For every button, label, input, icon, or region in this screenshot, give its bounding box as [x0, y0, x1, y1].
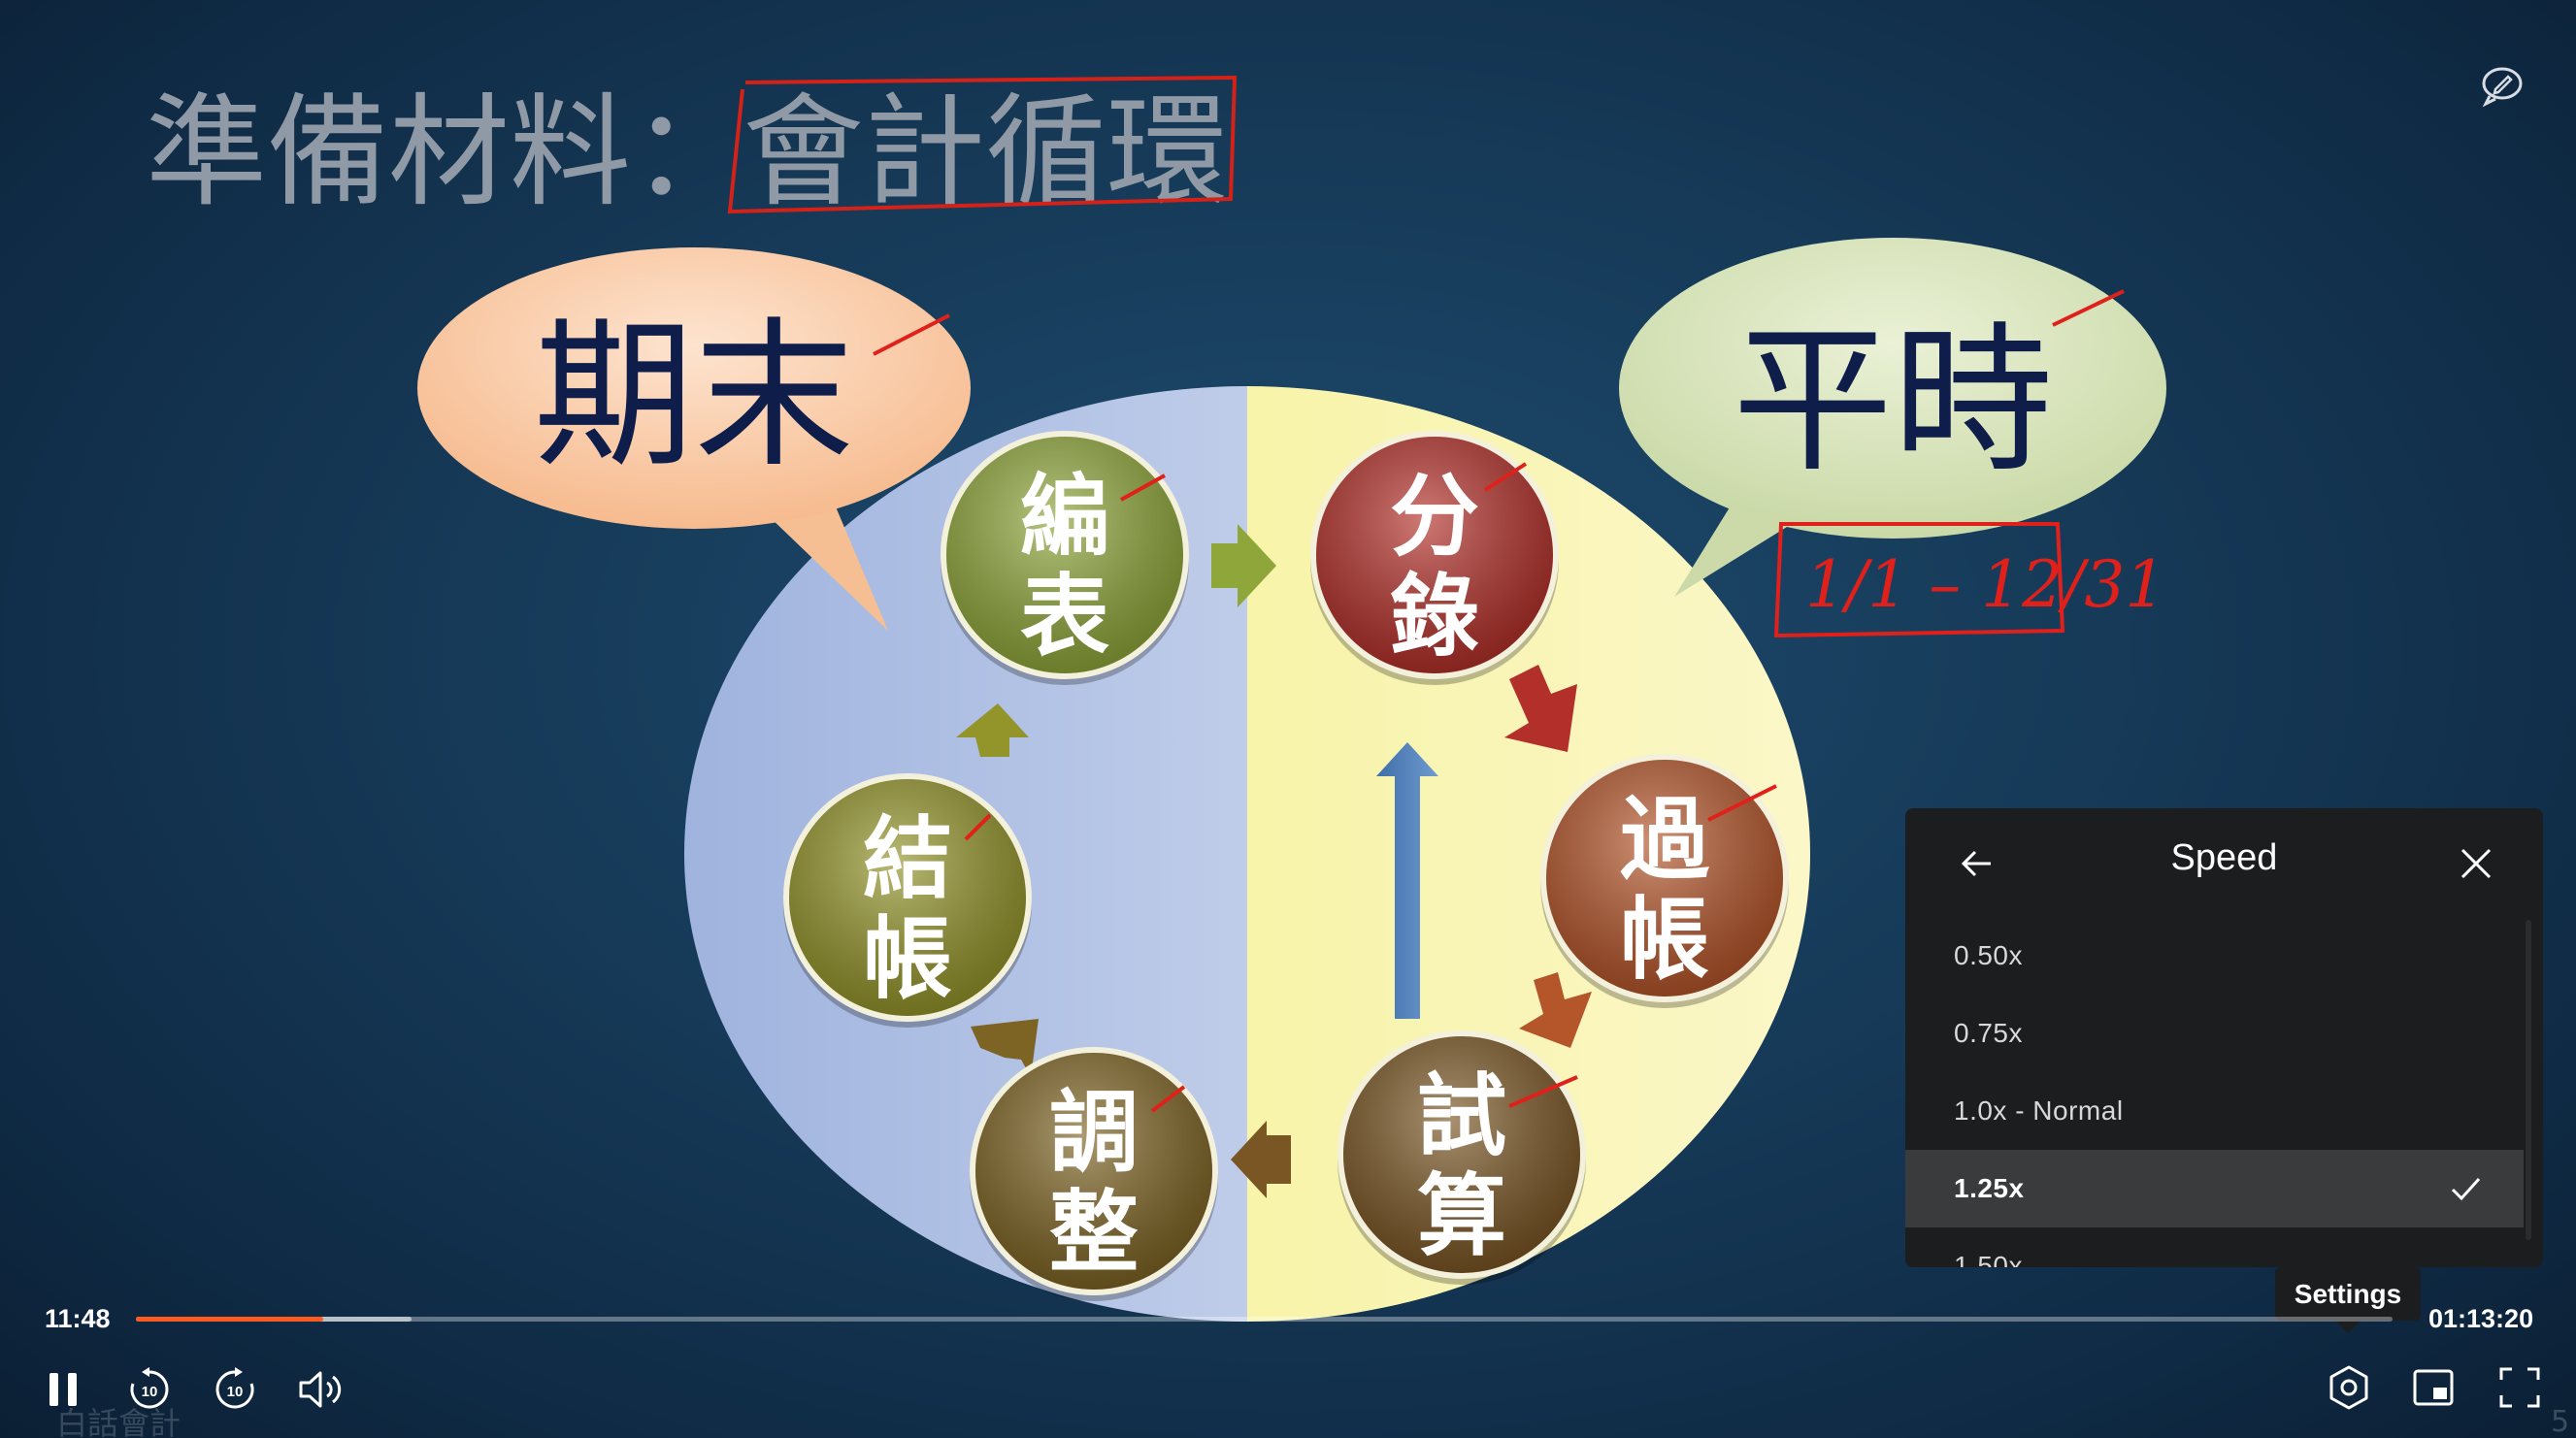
step-trial-balance: 試算: [1338, 1030, 1586, 1285]
step-trial-balance-top-char: 試: [1417, 1063, 1506, 1168]
step-post-top-char: 過: [1620, 787, 1710, 892]
picture-in-picture-button[interactable]: [2412, 1368, 2455, 1407]
step-prepare-statements-bottom-char: 表: [1020, 564, 1109, 669]
handwritten-note-text: 1/1 – 12/31: [1805, 547, 2165, 622]
annotation-pen-icon: [2482, 67, 2523, 108]
settings-tooltip-tail: [2334, 1320, 2361, 1333]
annotation-pen-button[interactable]: [2480, 63, 2525, 108]
speed-option[interactable]: 1.50x: [1905, 1227, 2524, 1267]
close-icon: [2460, 848, 2492, 879]
step-close-top-char: 結: [863, 806, 952, 911]
fullscreen-icon: [2499, 1367, 2540, 1408]
pause-button[interactable]: [45, 1370, 83, 1409]
progress-bar[interactable]: [136, 1317, 2393, 1322]
step-prepare-statements: 編表: [941, 431, 1189, 685]
settings-tooltip: Settings: [2275, 1267, 2421, 1321]
step-close: 結帳: [783, 773, 1032, 1028]
bubble-left: 期末: [417, 247, 971, 631]
up-arrow: [1376, 742, 1438, 1019]
step-journalize: 分錄: [1310, 431, 1559, 685]
step-journalize-top-char: 分: [1390, 464, 1479, 569]
slide-title-prefix: 準備材料：: [146, 82, 752, 223]
current-time: 11:48: [45, 1304, 111, 1333]
step-post-checkmark: [1707, 784, 1777, 822]
step-journalize-checkmark: [1483, 462, 1528, 492]
speed-option[interactable]: 0.75x: [1905, 995, 2524, 1072]
rewind-10-label: 10: [142, 1384, 158, 1400]
forward-10-label: 10: [227, 1384, 244, 1400]
step-journalize-bottom-char: 錄: [1390, 564, 1479, 669]
handwritten-note: 1/1 – 12/31: [1773, 522, 2165, 638]
step-adjust-checkmark: [1150, 1085, 1186, 1113]
fullscreen-button[interactable]: [2498, 1366, 2541, 1409]
picture-in-picture-icon: [2413, 1369, 2454, 1406]
speed-option[interactable]: 0.50x: [1905, 917, 2524, 995]
rewind-10-icon: 10: [130, 1367, 169, 1409]
forward-10-icon: 10: [215, 1367, 254, 1409]
step-post-bottom-char: 帳: [1620, 887, 1709, 992]
step-close-bottom-char: 帳: [863, 906, 952, 1011]
forward-10-button[interactable]: 10: [212, 1366, 258, 1413]
speed-close-button[interactable]: [2455, 842, 2497, 885]
watermark-bottom-left: 白話會計: [56, 1405, 181, 1438]
step-adjust: 調整: [970, 1047, 1218, 1301]
step-post: 過帳: [1540, 754, 1789, 1008]
arrow-left-icon: [1961, 850, 1991, 877]
bubble-right-text: 平時: [1733, 308, 2053, 494]
step-prepare-statements-checkmark: [1120, 474, 1166, 502]
step-trial-balance-bottom-char: 算: [1417, 1163, 1506, 1268]
step-trial-balance-checkmark: [1508, 1075, 1578, 1108]
speed-option-label: 1.50x: [1954, 1251, 2023, 1267]
speed-option[interactable]: 1.25x: [1905, 1150, 2524, 1227]
speed-option[interactable]: 1.0x - Normal: [1905, 1072, 2524, 1150]
title-handdrawn-box: [727, 75, 1238, 214]
watermark-bottom-right: 5: [2551, 1405, 2569, 1438]
speed-option-label: 1.25x: [1954, 1173, 2025, 1203]
bubble-right: 平時: [1619, 238, 2166, 597]
step-adjust-bottom-char: 整: [1049, 1180, 1139, 1285]
speed-option-label: 1.0x - Normal: [1954, 1095, 2124, 1126]
progress-played: [136, 1317, 323, 1322]
pause-icon: [50, 1373, 77, 1406]
speed-back-button[interactable]: [1956, 842, 1998, 885]
volume-icon: [299, 1371, 342, 1408]
speed-option-label: 0.50x: [1954, 940, 2023, 970]
volume-button[interactable]: [297, 1366, 346, 1413]
speed-menu-title: Speed: [2170, 837, 2278, 878]
step-prepare-statements-top-char: 編: [1020, 464, 1109, 569]
step-adjust-top-char: 調: [1049, 1080, 1139, 1185]
step-close-checkmark: [964, 813, 992, 841]
bubble-left-text: 期末: [534, 303, 854, 489]
duration-time: 01:13:20: [2428, 1304, 2534, 1333]
rewind-10-button[interactable]: 10: [126, 1366, 173, 1413]
speed-option-label: 0.75x: [1954, 1018, 2023, 1048]
flow-arrows: [956, 524, 1592, 1198]
check-icon: [2451, 1177, 2481, 1201]
settings-button[interactable]: [2327, 1364, 2371, 1411]
speed-menu-scrollbar[interactable]: [2526, 920, 2531, 1240]
speed-menu: Speed 0.50x 0.75x 1.0x - Normal 1.25x 1.50x: [1905, 808, 2543, 1267]
settings-icon: [2329, 1365, 2368, 1410]
